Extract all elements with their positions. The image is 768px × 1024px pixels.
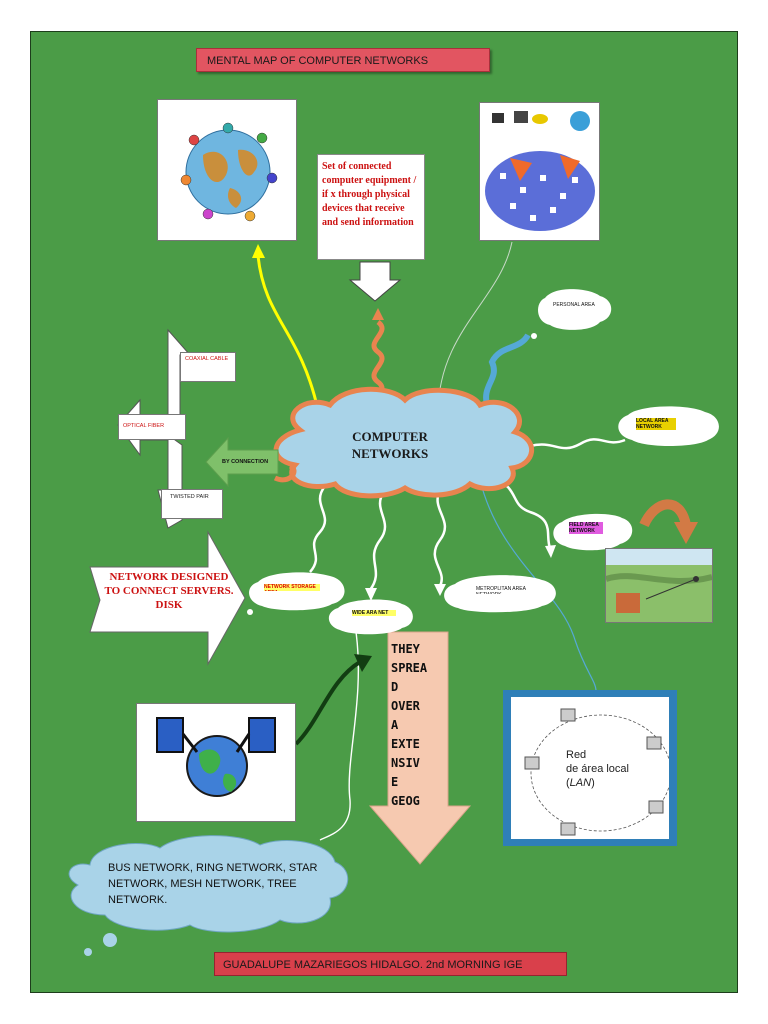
cloud-topologies-bubble-2 — [84, 948, 92, 956]
orange-curved-arrow — [644, 504, 686, 525]
network-servers-text: NETWORK DESIGNED TO CONNECT SERVERS. DIS… — [104, 570, 234, 612]
globe-people-drawing — [158, 100, 296, 240]
coaxial-cable-box: COAXIAL CABLE — [180, 352, 236, 382]
lan-caption-line1: Red — [566, 748, 629, 762]
center-label-line2: NETWORKS — [322, 445, 458, 462]
by-connection-label: BY CONNECTION — [222, 456, 272, 468]
white-squiggle-wide — [370, 490, 385, 590]
local-area-label: LOCAL AREA NETWORK — [636, 418, 676, 430]
spread-text: THEY SPREA D OVER A EXTE NSIV E GEOG — [391, 640, 439, 806]
by-connection-label-clip: BY CONNECTION — [222, 456, 272, 472]
computer-networks-label: COMPUTER NETWORKS — [322, 428, 458, 462]
lan-abbr: LAN — [570, 777, 591, 789]
orange-curved-arrowhead — [674, 522, 698, 544]
white-arrowhead-wide — [365, 588, 377, 601]
white-squiggle-metro — [435, 490, 445, 586]
author-footer: GUADALUPE MAZARIEGOS HIDALGO. 2nd MORNIN… — [214, 952, 567, 976]
down-arrow-outline — [350, 262, 400, 301]
orange-squiggle-tip — [372, 308, 384, 320]
lan-caption-line2: de área local — [566, 762, 629, 776]
metropolitan-area-label: METROPLITAN AREA NETWORK — [476, 586, 528, 594]
internet-devices-drawing — [480, 103, 599, 240]
page-title: MENTAL MAP OF COMPUTER NETWORKS — [196, 48, 490, 72]
blue-squiggle — [486, 335, 528, 408]
cloud-personal — [538, 289, 611, 330]
definition-text: Set of connected computer equipment / if… — [317, 154, 425, 260]
lan-paren-close: ) — [591, 777, 595, 789]
network-storage-label: NETWORK STORAGE AREA — [264, 584, 320, 591]
white-squiggle-local — [530, 439, 625, 448]
yellow-arrowhead-top — [252, 244, 265, 258]
internet-devices-image — [479, 102, 600, 241]
wide-area-label: WIDE ARA NET — [352, 610, 396, 616]
cloud-storage-bubble — [247, 609, 253, 615]
globe-people-image — [157, 99, 297, 241]
globe-computers-image — [136, 703, 296, 822]
twisted-pair-box: TWISTED PAIR — [161, 489, 223, 519]
yellow-connector — [258, 256, 318, 410]
white-line-to-topologies — [320, 632, 358, 840]
field-area-image — [605, 548, 713, 623]
cloud-personal-bubble — [531, 333, 537, 339]
coaxial-cable-label: COAXIAL CABLE — [185, 356, 231, 363]
topologies-text: BUS NETWORK, RING NETWORK, STAR NETWORK,… — [108, 860, 318, 908]
dark-green-arrow — [296, 662, 360, 744]
cloud-wide — [329, 599, 413, 634]
cloud-storage — [249, 572, 344, 610]
optical-fiber-box: OPTICAL FIBER — [118, 414, 186, 440]
globe-computers-drawing — [137, 704, 295, 821]
twisted-pair-label: TWISTED PAIR — [170, 494, 214, 501]
faint-connector — [438, 242, 512, 410]
field-area-label: FIELD AREA NETWORK — [569, 522, 603, 534]
cloud-topologies-bubble-1 — [103, 933, 117, 947]
center-label-line1: COMPUTER — [322, 428, 458, 445]
lan-caption: Red de área local (LAN) — [566, 748, 629, 790]
white-squiggle-storage — [310, 486, 325, 572]
lan-caption-line3: (LAN) — [566, 776, 629, 790]
optical-fiber-label: OPTICAL FIBER — [123, 423, 181, 430]
white-arrowhead-field — [545, 545, 556, 558]
field-area-drawing — [606, 549, 712, 622]
personal-area-label: PERSONAL AREA — [553, 302, 598, 308]
